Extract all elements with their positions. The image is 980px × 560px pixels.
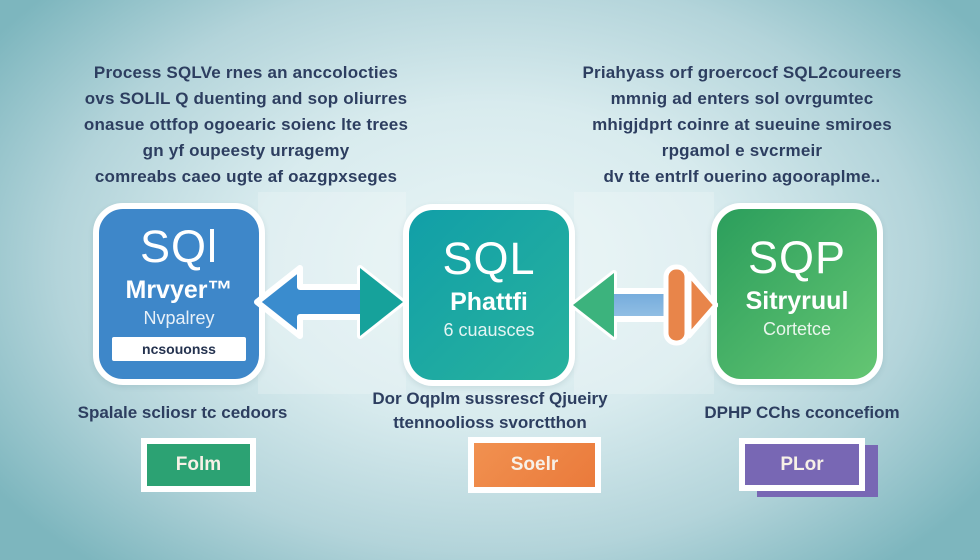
- caption-left: Spalale scliosr tc cedoors: [77, 403, 288, 422]
- box-title: SQP: [747, 232, 847, 283]
- box-subtitle: Mrvyer™: [125, 276, 233, 304]
- box-subtext: Cortetce: [762, 319, 832, 339]
- paragraph-line: rpgamol e svcrmeir: [661, 141, 823, 160]
- paragraph-line: ovs SOLlL Q duenting and sop oliurres: [84, 89, 408, 108]
- diagram-box-sqp-right: SQP Sitryruul Cortetce: [711, 203, 883, 385]
- top-left-paragraph: Process SQLVe rnes an anccolocties ovs S…: [56, 60, 436, 190]
- top-right-paragraph: Priahyass orf groercocf SQL2coureers mmn…: [552, 60, 932, 190]
- paragraph-line: comreabs caeo ugte af oazgpxseges: [94, 167, 398, 186]
- bidirectional-arrow-icon: [570, 264, 718, 346]
- box-subtext: Nvpalrey: [143, 308, 215, 328]
- paragraph-line: Priahyass orf groercocf SQL2coureers: [582, 63, 902, 82]
- chip-orange: Soelr: [468, 437, 601, 493]
- box-title: SQL: [442, 233, 536, 284]
- paragraph-line: mhigjdprt coinre at sueuine smiroes: [592, 115, 892, 134]
- caption-line: ttennoolioss svorctthon: [393, 413, 587, 432]
- paragraph-line: onasue ottfop ogoearic soienc lte trees: [83, 115, 409, 134]
- box-subtext: 6 cuausces: [443, 320, 535, 340]
- bidirectional-arrow-icon: [254, 265, 406, 339]
- caption-line: Dor Oqplm sussrescf Qjueiry: [372, 389, 608, 408]
- diagram-box-sql-server: SQl Mrvyer™ Nvpalrey ncsouonss: [93, 203, 265, 385]
- paragraph-line: dv tte entrlf ouerino agooraplme..: [603, 167, 881, 186]
- diagram-box-sql-middle: SQL Phattfi 6 cuausces: [403, 204, 575, 386]
- box-subtitle: Phattfi: [450, 288, 528, 316]
- paragraph-line: Process SQLVe rnes an anccolocties: [93, 63, 399, 82]
- chip-green: Folm: [141, 438, 256, 492]
- paragraph-line: gn yf oupeesty urragemy: [142, 141, 350, 160]
- caption-middle: Dor Oqplm sussrescf Qjueiry ttennoolioss…: [345, 387, 635, 435]
- box-subtitle: Sitryruul: [745, 287, 849, 315]
- chip-purple: PLor: [739, 438, 865, 491]
- caption-right: DPHP CChs cconcefiom: [704, 403, 900, 422]
- paragraph-line: mmnig ad enters sol ovrgumtec: [610, 89, 874, 108]
- box-title: SQl: [139, 221, 218, 272]
- box-badge: ncsouonss: [112, 337, 246, 361]
